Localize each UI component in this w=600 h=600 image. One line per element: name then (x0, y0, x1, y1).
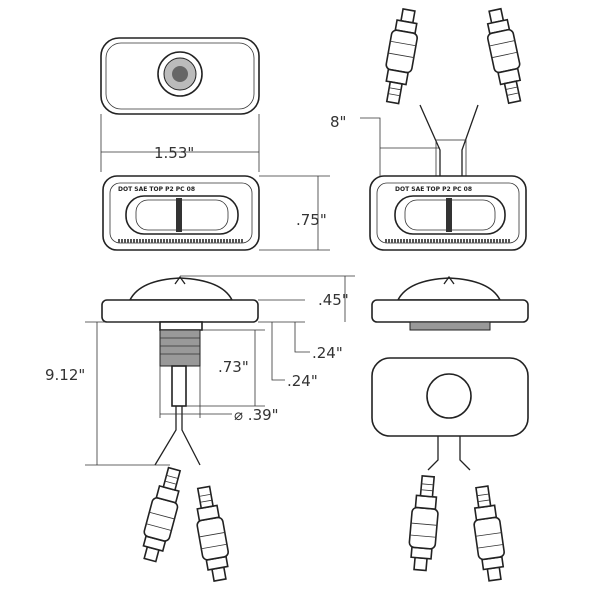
dim-height: .75" (296, 211, 327, 229)
front-view: DOT SAE TOP P2 PC 08 (102, 175, 260, 251)
dim-lead-length: 9.12" (45, 366, 85, 384)
dim-grommet-length: .73" (218, 358, 249, 376)
lens-marking: DOT SAE TOP P2 PC 08 (118, 186, 195, 193)
dim-grommet-diameter: ⌀ .39" (234, 406, 279, 424)
top-view (100, 37, 260, 115)
dim-width: 1.53" (154, 144, 194, 162)
rear-view-with-leads: DOT SAE TOP P2 PC 08 (369, 6, 529, 251)
side-view (101, 275, 259, 584)
dim-lead-offset: 8" (330, 113, 346, 131)
dim-flange-2: .24" (287, 372, 318, 390)
bottom-view (371, 357, 529, 583)
grommet (159, 329, 201, 367)
lens-marking-rear: DOT SAE TOP P2 PC 08 (395, 186, 472, 193)
side-view-right (371, 275, 529, 331)
dim-flange-1: .24" (312, 344, 343, 362)
dim-base-height: .45" (318, 291, 349, 309)
